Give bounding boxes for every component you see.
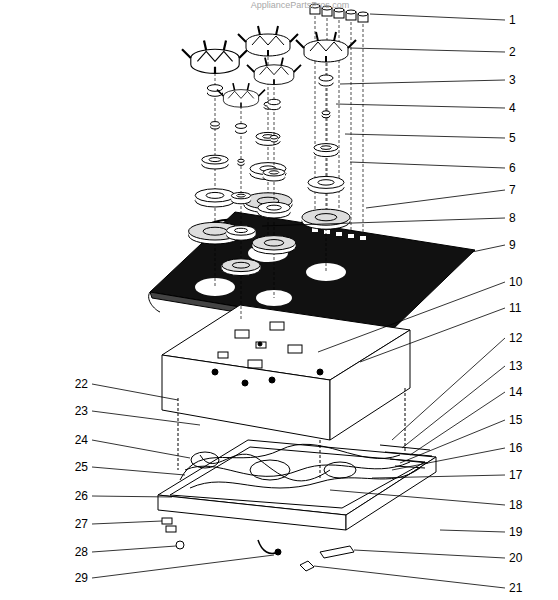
callout-number: 4 <box>508 102 517 114</box>
leader-line <box>92 14 505 588</box>
callout-number: 19 <box>508 526 523 538</box>
callout-number: 14 <box>508 386 523 398</box>
hardware <box>162 518 354 571</box>
callout-number: 29 <box>74 572 89 584</box>
callout-number: 20 <box>508 552 523 564</box>
callout-number: 21 <box>508 582 523 594</box>
callout-number: 15 <box>508 414 523 426</box>
callout-number: 23 <box>74 405 89 417</box>
burner-stack <box>217 83 265 320</box>
callout-number: 22 <box>74 378 89 390</box>
callout-number: 24 <box>74 434 89 446</box>
burner-stack <box>182 40 248 287</box>
watermark: AppliancePartsPros.com <box>250 1 351 10</box>
burner-plate <box>162 305 410 440</box>
callout-number: 12 <box>508 332 523 344</box>
callout-number: 8 <box>508 212 517 224</box>
base-tray <box>158 388 436 555</box>
burner-stack <box>238 26 298 253</box>
callout-number: 25 <box>74 461 89 473</box>
callout-number: 5 <box>508 132 517 144</box>
callout-number: 18 <box>508 499 523 511</box>
callout-number: 10 <box>508 276 523 288</box>
callout-number: 2 <box>508 46 517 58</box>
callout-number: 16 <box>508 442 523 454</box>
callout-number: 27 <box>74 518 89 530</box>
callout-number: 9 <box>508 239 517 251</box>
callout-number: 26 <box>74 490 89 502</box>
callout-number: 7 <box>508 184 517 196</box>
burner-stack <box>296 32 356 272</box>
callout-number: 1 <box>508 14 517 26</box>
callout-number: 11 <box>508 302 522 314</box>
callout-number: 28 <box>74 546 89 558</box>
callout-number: 13 <box>508 360 523 372</box>
callout-number: 17 <box>508 469 523 481</box>
callout-number: 3 <box>508 74 517 86</box>
callout-number: 6 <box>508 162 517 174</box>
